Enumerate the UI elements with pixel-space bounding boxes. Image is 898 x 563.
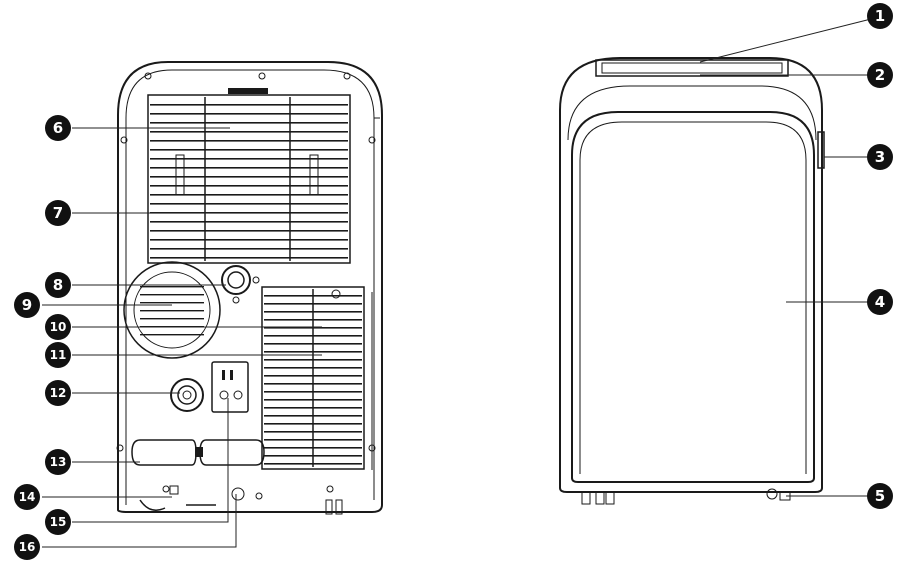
- grille-slat: [150, 221, 348, 223]
- callout-label: 8: [53, 276, 63, 294]
- side-handle: [817, 131, 825, 169]
- callout-12: 12: [45, 380, 71, 406]
- callout-label: 9: [22, 296, 32, 314]
- grille-slat: [140, 318, 204, 320]
- back-body-outline: [117, 61, 383, 513]
- grille-slat: [150, 167, 348, 169]
- grille-slat: [150, 158, 348, 160]
- grille-slat: [140, 286, 204, 288]
- callout-label: 15: [50, 515, 67, 529]
- grille-slat: [150, 230, 348, 232]
- callout-label: 3: [875, 148, 885, 166]
- callout-label: 11: [50, 348, 67, 362]
- grille-slat: [150, 149, 348, 151]
- grille-slat: [150, 113, 348, 115]
- bottom-details: [139, 485, 343, 515]
- grille-slat: [150, 140, 348, 142]
- callout-label: 6: [53, 119, 63, 137]
- power-socket: [211, 361, 249, 413]
- callout-label: 1: [875, 7, 885, 25]
- grille-slat: [150, 176, 348, 178]
- upper-filter-grille: [147, 94, 351, 264]
- callout-9: 9: [14, 292, 40, 318]
- leader-lines: [42, 17, 876, 548]
- callout-label: 7: [53, 204, 63, 222]
- callout-label: 10: [50, 320, 67, 334]
- grille-slat: [140, 302, 204, 304]
- grille-slat: [150, 212, 348, 214]
- callout-label: 12: [50, 386, 67, 400]
- cord-holder: [131, 439, 265, 466]
- back-handle-notch: [228, 88, 268, 94]
- callout-label: 5: [875, 487, 885, 505]
- callout-label: 13: [50, 455, 67, 469]
- front-body-outline: [559, 57, 823, 493]
- callout-10: 10: [45, 314, 71, 340]
- callout-4: 4: [867, 289, 893, 315]
- callout-1: 1: [867, 3, 893, 29]
- back-view: [116, 61, 383, 515]
- grille-slat: [140, 310, 204, 312]
- callout-2: 2: [867, 62, 893, 88]
- callout-3: 3: [867, 144, 893, 170]
- grille-slat: [150, 203, 348, 205]
- callout-11: 11: [45, 342, 71, 368]
- lower-filter-grille: [261, 286, 365, 470]
- front-body-shoulder: [567, 85, 817, 141]
- caster-wheels: [581, 488, 791, 505]
- exhaust-port: [123, 261, 221, 359]
- callout-label: 16: [19, 540, 36, 554]
- callout-badges: 1 2 3 4 5 6 7 8 9 10 11 12 13 14 15 16: [14, 3, 893, 560]
- back-screws: [116, 72, 376, 500]
- lower-drain-outlet: [170, 378, 204, 412]
- grille-slat: [150, 185, 348, 187]
- front-panel-inner: [579, 121, 807, 474]
- grille-slat: [150, 239, 348, 241]
- callout-label: 4: [875, 293, 885, 311]
- callout-5: 5: [867, 483, 893, 509]
- grille-slat: [140, 294, 204, 296]
- grille-slat: [150, 194, 348, 196]
- callout-14: 14: [14, 484, 40, 510]
- callout-label: 14: [19, 490, 36, 504]
- grille-slat: [150, 122, 348, 124]
- callout-8: 8: [45, 272, 71, 298]
- back-body-inner-outline: [125, 69, 375, 505]
- grille-slat: [140, 334, 204, 336]
- grille-slat: [150, 131, 348, 133]
- grille-slat: [150, 257, 348, 259]
- top-drain-plug: [221, 265, 260, 304]
- grille-slat: [150, 104, 348, 106]
- front-panel: [571, 111, 815, 483]
- callout-15: 15: [45, 509, 71, 535]
- control-panel: [595, 59, 789, 77]
- grille-slat: [150, 248, 348, 250]
- callout-13: 13: [45, 449, 71, 475]
- callout-7: 7: [45, 200, 71, 226]
- front-view: [559, 57, 825, 505]
- callout-16: 16: [14, 534, 40, 560]
- callout-6: 6: [45, 115, 71, 141]
- callout-label: 2: [875, 66, 885, 84]
- back-side-depth: [371, 117, 380, 470]
